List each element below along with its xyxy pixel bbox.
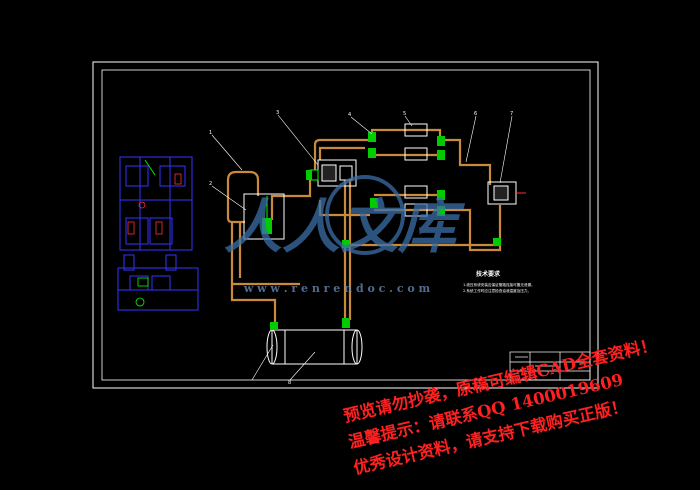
leader-number: 5 — [403, 111, 406, 117]
watermark-url: w w w . r e n r e n d o c . c o m — [243, 282, 431, 295]
technical-requirements: 技术要求 1.液压系统安装应保证管路连接可靠无泄漏。 2.系统工作时应注意检查油… — [463, 270, 535, 293]
heat-exchanger-ports — [270, 318, 350, 330]
watermark-logo-circle — [325, 175, 405, 255]
leader-number: 3 — [276, 110, 279, 116]
valve-green-marks — [306, 132, 501, 248]
leader-lines — [211, 114, 513, 381]
watermark-logo-text: 人人文库 — [224, 193, 466, 261]
leader-number: 4 — [348, 112, 351, 118]
leader-number-labels: 1 2 3 4 5 6 7 8 — [209, 110, 513, 386]
title-block — [509, 351, 591, 381]
renrendoc-watermark-logo: 人人文库 w w w . r e n r e n d o c . c o m — [224, 175, 466, 295]
inner-frame — [101, 69, 591, 381]
schematic-green-accents — [135, 159, 156, 307]
leader-number: 7 — [510, 111, 513, 117]
valve-blocks — [404, 123, 428, 217]
leader-number: 6 — [474, 111, 477, 117]
tech-note-line: 2.系统工作时应注意检查油液温度及压力。 — [463, 288, 531, 293]
tech-note-line: 1.液压系统安装应保证管路连接可靠无泄漏。 — [463, 282, 535, 287]
hydraulic-schematic — [117, 156, 199, 311]
leader-number: 2 — [209, 181, 212, 187]
leader-number: 1 — [209, 130, 212, 136]
red-watermark-text: 预览请勿抄袭，原稿可编辑CAD全套资料！ 温馨提示：请联系QQ 14000196… — [341, 334, 658, 478]
outer-frame — [92, 61, 599, 389]
tech-notes-title: 技术要求 — [476, 270, 501, 278]
schematic-components — [127, 173, 182, 235]
pipe-network — [226, 128, 502, 325]
oil-tank — [243, 193, 285, 240]
pump-motor-unit — [309, 159, 357, 187]
actuator-unit — [487, 181, 526, 205]
heat-exchanger — [266, 329, 363, 365]
leader-number: 8 — [288, 380, 291, 386]
